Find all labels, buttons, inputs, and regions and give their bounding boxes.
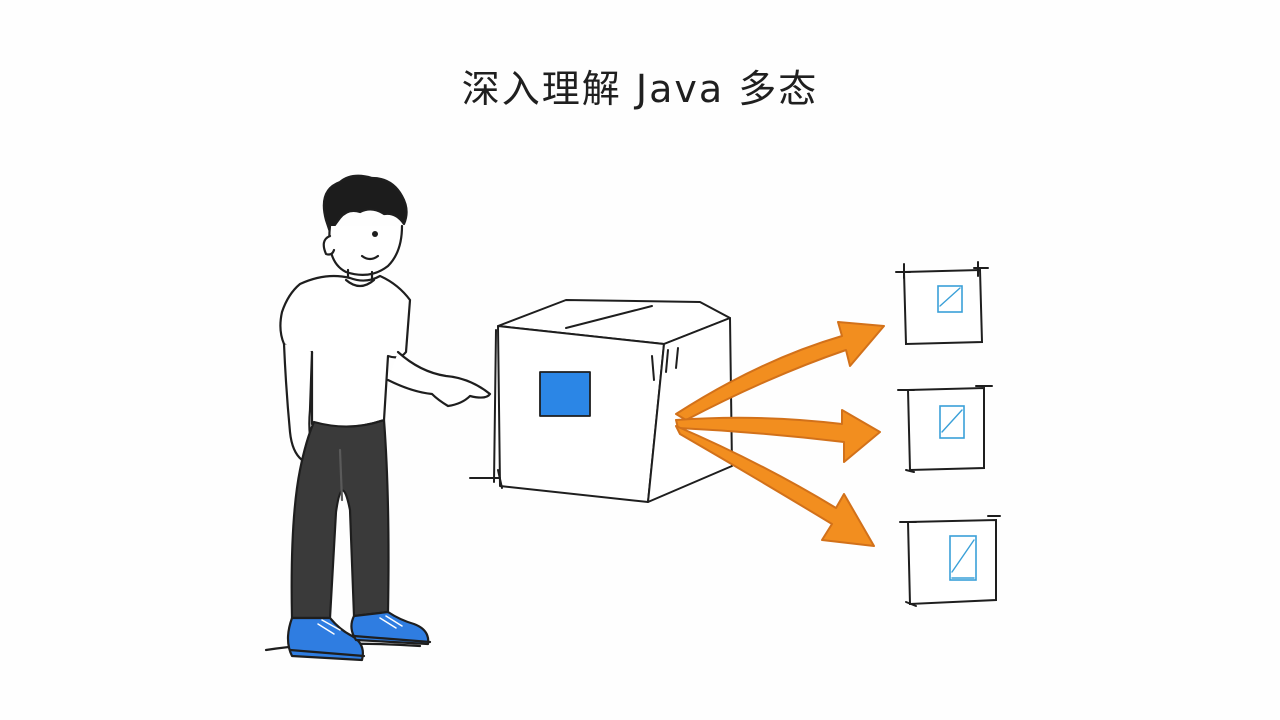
hair	[322, 174, 408, 234]
page-title: 深入理解 Java 多态	[461, 67, 819, 111]
small-box-2-icon-diag	[941, 409, 963, 433]
box-sketch-2	[493, 329, 497, 483]
small-box-1-frame	[902, 268, 984, 346]
pants	[290, 418, 390, 620]
arrows	[675, 321, 885, 547]
small-box-1-sketch	[895, 261, 989, 279]
small-box-3	[899, 515, 1001, 607]
box-tape	[565, 305, 653, 329]
right-laces	[379, 615, 403, 629]
arrow-bottom	[675, 425, 875, 547]
ear	[322, 234, 336, 256]
small-box-2	[897, 385, 993, 473]
small-box-1-icon	[937, 285, 963, 313]
small-box-2-frame	[906, 386, 985, 472]
small-box-3-frame	[906, 518, 997, 606]
right-arm	[386, 350, 492, 408]
collar	[344, 278, 376, 288]
small-boxes	[895, 261, 1001, 607]
left-laces	[317, 619, 341, 635]
small-box-2-sketch	[897, 385, 993, 473]
small-box-1-icon-diag	[939, 287, 961, 307]
head	[328, 224, 404, 277]
arrow-middle	[675, 409, 881, 463]
mouth	[360, 254, 380, 261]
box-sketch-1	[469, 469, 503, 489]
right-shoe	[350, 610, 430, 646]
right-sole	[352, 634, 432, 644]
pants-crease	[338, 448, 344, 502]
main-box	[469, 299, 733, 503]
box-window	[539, 371, 591, 417]
left-sole	[288, 648, 366, 658]
small-box-3-icon	[949, 535, 977, 581]
small-box-2-icon	[939, 405, 965, 439]
eye	[372, 231, 378, 237]
person-figure	[264, 174, 492, 662]
small-box-1	[895, 261, 989, 346]
box-hatching	[651, 347, 679, 381]
small-box-3-icon-diag	[951, 539, 975, 573]
left-shoe	[286, 616, 364, 662]
small-box-3-sketch	[899, 515, 1001, 607]
arrow-top	[675, 321, 885, 421]
